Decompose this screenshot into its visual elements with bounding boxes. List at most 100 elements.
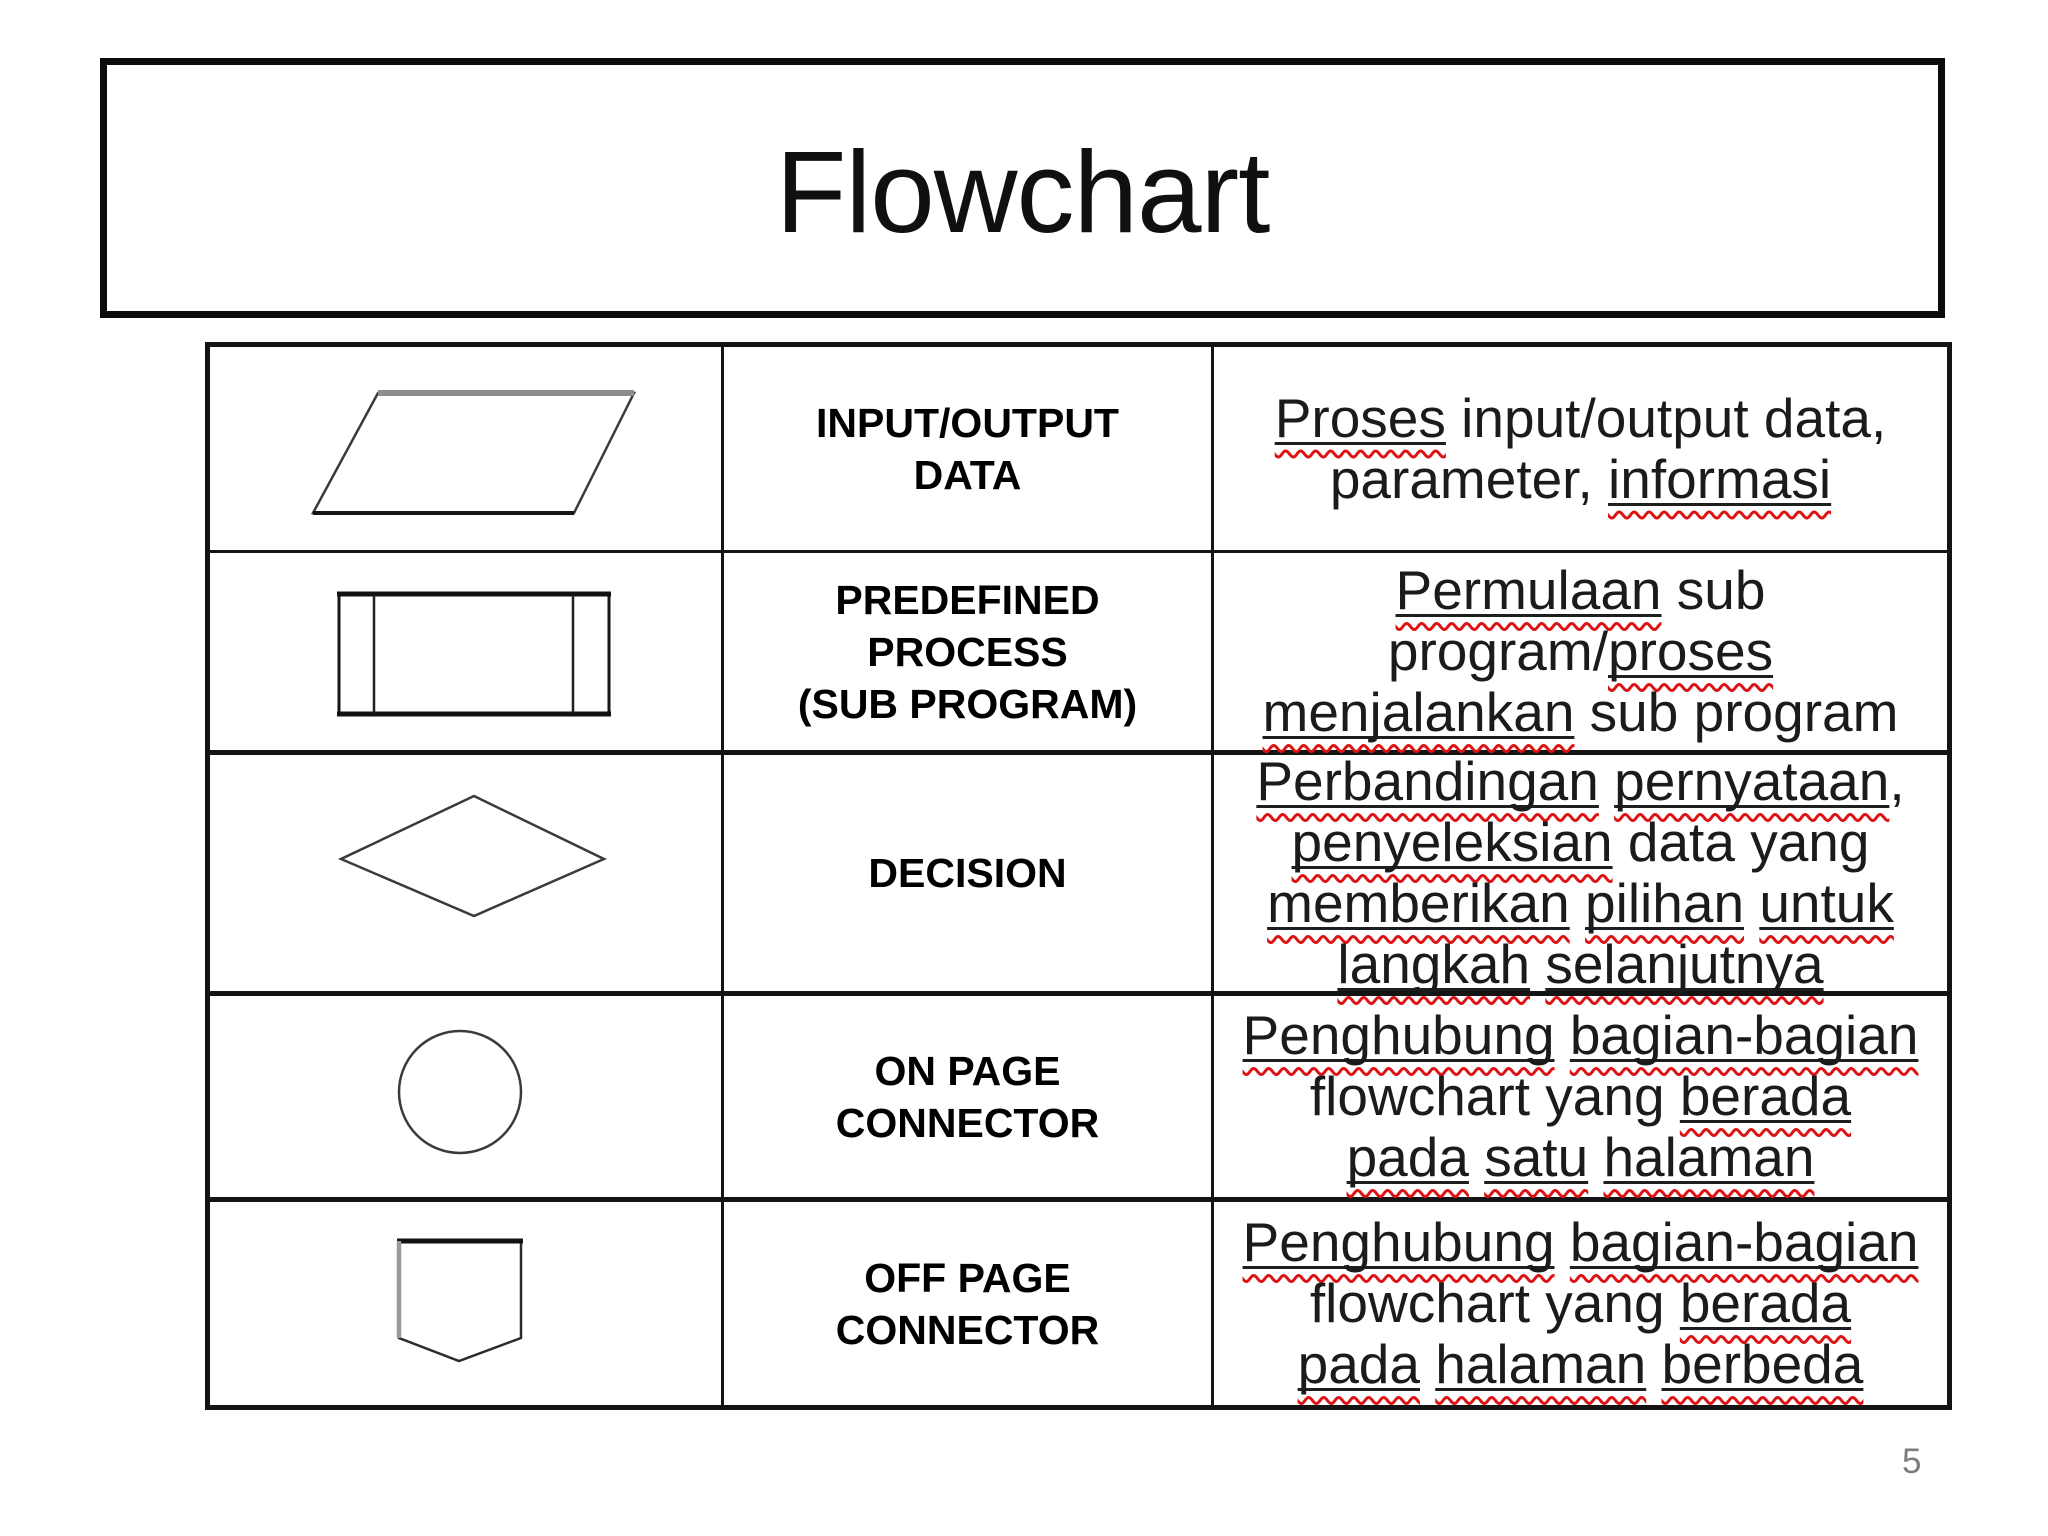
symbol-shape-cell (210, 1202, 724, 1405)
description-line: menjalankan sub program (1263, 682, 1899, 743)
symbol-name-line: DATA (913, 451, 1022, 498)
flagged-word: Perbandingan (1256, 750, 1599, 812)
description-text (1570, 872, 1585, 934)
symbol-description-cell: Perbandingan pernyataan,penyeleksian dat… (1214, 751, 1947, 996)
flagged-word: berada (1680, 1065, 1851, 1127)
description-text (1588, 1126, 1603, 1188)
flagged-word: Proses (1275, 387, 1446, 449)
flagged-word: pilihan (1585, 872, 1744, 934)
symbol-name-line: PROCESS (867, 628, 1068, 675)
symbol-name-line: PREDEFINED (835, 576, 1100, 623)
spellcheck-squiggle: pernyataan (1614, 750, 1890, 812)
symbol-shape-cell (210, 553, 724, 755)
symbol-table: INPUT/OUTPUT DATA Proses input/output data… (205, 342, 1952, 1410)
page-title: Flowchart (775, 127, 1271, 257)
symbol-name-cell: DECISION (724, 755, 1214, 996)
description-text: input/output data, (1445, 386, 1887, 449)
symbol-name-line: (SUB PROGRAM) (797, 680, 1138, 727)
spellcheck-squiggle: satu (1484, 1126, 1589, 1188)
flagged-word: penyeleksian (1292, 811, 1613, 873)
flagged-word: memberikan (1267, 872, 1570, 934)
description-line: langkah selanjutnya (1337, 934, 1823, 995)
page-number: 5 (1902, 1442, 1922, 1481)
symbol-description-cell: Proses input/output data,parameter, info… (1214, 347, 1947, 553)
flagged-word: langkah (1337, 933, 1530, 995)
symbol-name-cell: OFF PAGE CONNECTOR (724, 1202, 1214, 1405)
spellcheck-squiggle: halaman (1435, 1333, 1647, 1395)
description-line: pada halaman berbeda (1298, 1334, 1864, 1395)
spellcheck-squiggle: memberikan (1267, 872, 1570, 934)
flagged-word: satu (1484, 1126, 1588, 1188)
spellcheck-squiggle: proses (1608, 620, 1774, 682)
description-text (1599, 750, 1614, 812)
symbol-name-line: OFF PAGE (864, 1254, 1071, 1301)
description-text (1469, 1126, 1484, 1188)
flagged-word: Penghubung (1243, 1211, 1555, 1273)
description-line: penyeleksian data yang (1292, 812, 1870, 873)
description-line: flowchart yang berada (1310, 1273, 1851, 1334)
symbol-name-line: DECISION (868, 850, 1067, 896)
symbol-shape-cell (210, 996, 724, 1202)
spellcheck-squiggle: menjalankan (1262, 681, 1575, 743)
symbol-name-line: ON PAGE (874, 1047, 1061, 1094)
spellcheck-squiggle: Perbandingan (1256, 750, 1599, 812)
title-box: Flowchart (100, 58, 1945, 318)
flagged-word: pada (1298, 1333, 1420, 1395)
spellcheck-squiggle: langkah (1337, 933, 1531, 995)
spellcheck-squiggle: pilihan (1585, 872, 1745, 934)
flagged-word: halaman (1435, 1333, 1646, 1395)
spellcheck-squiggle: Permulaan (1395, 559, 1662, 621)
spellcheck-squiggle: Penghubung (1242, 1211, 1555, 1273)
spellcheck-squiggle: berbeda (1661, 1333, 1864, 1395)
symbol-name-cell: INPUT/OUTPUT DATA (724, 347, 1214, 553)
symbol-name-line: INPUT/OUTPUT (816, 399, 1119, 446)
description-text: , (1889, 750, 1905, 812)
flagged-word: proses (1608, 620, 1773, 682)
spellcheck-squiggle: Proses (1274, 386, 1446, 449)
description-text (1530, 933, 1545, 995)
description-text (1744, 872, 1759, 934)
description-text: sub (1661, 559, 1766, 621)
spellcheck-squiggle: untuk (1759, 872, 1894, 934)
description-line: Proses input/output data, (1275, 386, 1887, 449)
description-line: Penghubung bagian-bagian (1243, 1212, 1919, 1273)
spellcheck-squiggle: halaman (1603, 1126, 1815, 1188)
spellcheck-squiggle: selanjutnya (1545, 933, 1824, 995)
description-text (1555, 1211, 1570, 1273)
parallelogram-shape (310, 389, 636, 515)
description-line: Penghubung bagian-bagian (1243, 1005, 1919, 1066)
off-page-pentagon-shape (396, 1238, 523, 1362)
description-text: flowchart yang (1309, 1065, 1680, 1127)
spellcheck-squiggle: pada (1346, 1126, 1469, 1188)
flagged-word: selanjutnya (1545, 933, 1823, 995)
description-line: program/proses (1388, 621, 1773, 682)
flagged-word: untuk (1759, 872, 1894, 934)
flagged-word: bagian-bagian (1570, 1004, 1919, 1066)
description-text (1555, 1004, 1570, 1066)
description-text: program/ (1387, 620, 1608, 682)
symbol-shape-cell (210, 755, 724, 996)
spellcheck-squiggle: bagian-bagian (1569, 1004, 1919, 1066)
description-line: pada satu halaman (1347, 1127, 1815, 1188)
spellcheck-squiggle: berada (1679, 1065, 1852, 1127)
description-text: parameter, (1329, 447, 1609, 510)
spellcheck-squiggle: berada (1679, 1272, 1852, 1334)
circle-shape (397, 1029, 522, 1154)
flagged-word: pernyataan (1614, 750, 1889, 812)
flagged-word: berbeda (1662, 1333, 1864, 1395)
spellcheck-squiggle: bagian-bagian (1569, 1211, 1919, 1273)
description-line: parameter, informasi (1329, 447, 1832, 510)
description-line: Perbandingan pernyataan, (1256, 751, 1904, 812)
flagged-word: Penghubung (1243, 1004, 1555, 1066)
spellcheck-squiggle: informasi (1608, 447, 1832, 510)
description-text: flowchart yang (1309, 1272, 1680, 1334)
spellcheck-squiggle: pada (1297, 1333, 1420, 1395)
description-line: flowchart yang berada (1310, 1066, 1851, 1127)
description-text (1646, 1333, 1661, 1395)
symbol-name-line: CONNECTOR (835, 1306, 1100, 1353)
